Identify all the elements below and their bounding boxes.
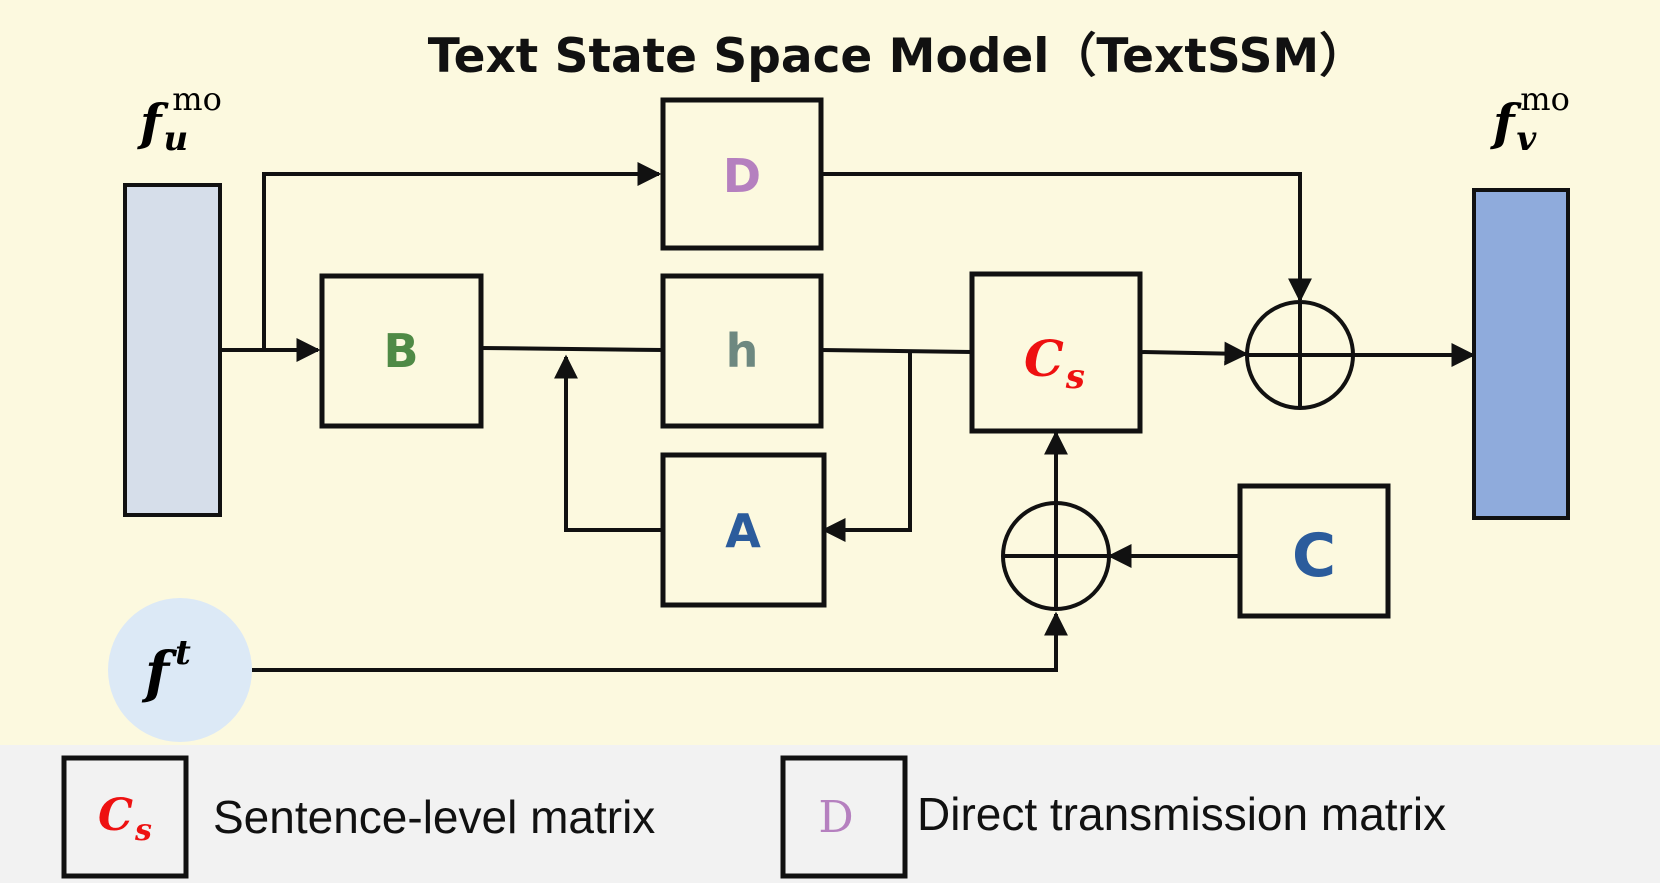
legend-cs-symbol: Cs — [98, 790, 152, 848]
link-text-to-sum — [252, 611, 1068, 672]
block-d — [660, 97, 824, 251]
block-cs — [969, 271, 1143, 434]
connectors — [220, 162, 1476, 672]
link-cs-to-sum — [1139, 341, 1249, 366]
legend-d-description: Direct transmission matrix — [917, 788, 1446, 840]
block-b-label: B — [383, 324, 418, 378]
link-b-to-h — [480, 346, 664, 352]
legend-background — [0, 745, 1660, 883]
block-h-label: h — [726, 324, 759, 378]
legend-cs-description: Sentence-level matrix — [213, 791, 655, 843]
legend-cs-box — [61, 755, 189, 879]
legend-d-box — [780, 755, 908, 879]
link-h-to-cs — [820, 348, 973, 354]
block-d-label: D — [723, 149, 761, 203]
block-a-label: A — [725, 504, 761, 558]
legend-d-symbol: D — [818, 792, 853, 843]
block-cs-label: Cs — [1024, 329, 1085, 397]
block-b — [319, 273, 484, 429]
sum-node-text — [1001, 501, 1111, 611]
block-c — [1237, 483, 1391, 619]
link-h-to-a — [821, 350, 912, 542]
block-c-label: C — [1292, 521, 1336, 591]
diagram-title: Text State Space Model（TextSSM） — [428, 29, 1366, 84]
sum-node-output — [1245, 300, 1355, 410]
block-h — [660, 273, 824, 429]
link-input-to-d — [262, 162, 662, 350]
output-feature-bar — [1472, 188, 1570, 520]
text-feature-circle — [108, 598, 252, 742]
link-a-to-h — [554, 354, 663, 532]
input-feature-bar — [123, 183, 222, 517]
output-label-fv: fvmo — [1490, 80, 1570, 159]
diagram-background — [0, 0, 1660, 745]
link-d-to-sum — [821, 172, 1312, 303]
block-a — [660, 452, 827, 608]
